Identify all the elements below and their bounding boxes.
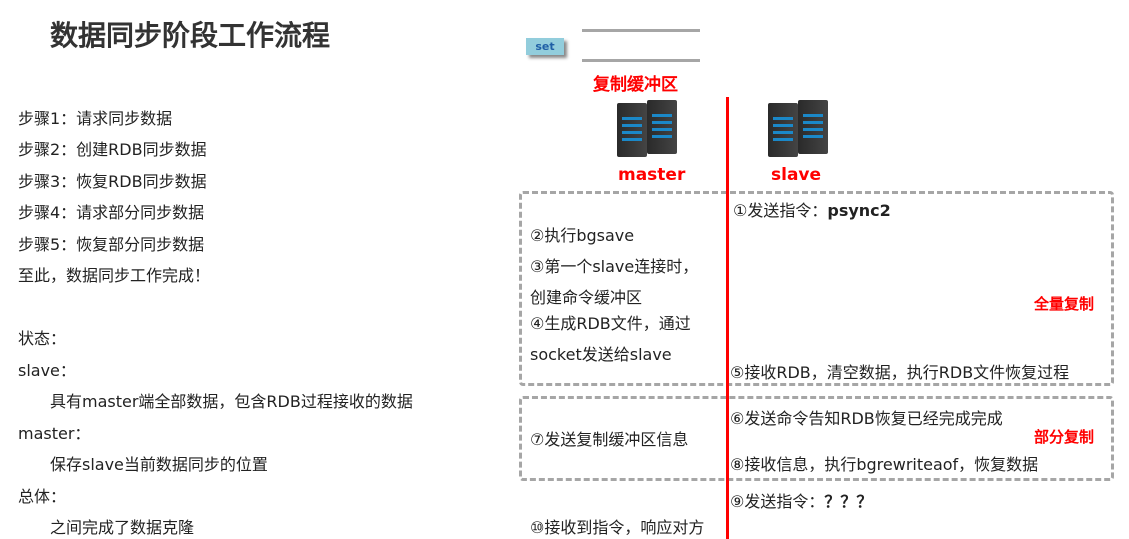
slave-server-icon xyxy=(766,97,832,159)
step-1-send-psync: ①发送指令：psync2 xyxy=(733,201,891,220)
step-7-send-buffer: ⑦发送复制缓冲区信息 xyxy=(530,430,689,449)
slave-desc: 具有master端全部数据，包含RDB过程接收的数据 xyxy=(50,392,413,411)
buffer-top-line xyxy=(582,29,700,32)
step-4: 步骤4：请求部分同步数据 xyxy=(18,203,205,222)
step-8-rewrite: ⑧接收信息，执行bgrewriteaof，恢复数据 xyxy=(730,455,1039,474)
buffer-label: 复制缓冲区 xyxy=(593,75,678,95)
overall-label: 总体： xyxy=(18,487,67,506)
master-desc: 保存slave当前数据同步的位置 xyxy=(50,455,268,474)
slave-label: slave xyxy=(771,165,822,185)
step-4-line1: ④生成RDB文件，通过 xyxy=(530,314,691,333)
step-4-line2: socket发送给slave xyxy=(530,345,672,364)
timeline-divider xyxy=(726,97,729,539)
buffer-bottom-line xyxy=(582,59,700,62)
full-sync-box xyxy=(519,191,1114,386)
overall-desc: 之间完成了数据克隆 xyxy=(50,518,195,537)
step-9-send: ⑨发送指令：？？？ xyxy=(730,492,873,511)
set-command-badge: set xyxy=(526,38,564,55)
slave-label: slave： xyxy=(18,361,76,380)
step-1: 步骤1：请求同步数据 xyxy=(18,109,173,128)
master-server-icon xyxy=(615,97,681,159)
master-label: master xyxy=(618,165,686,185)
step-2: 步骤2：创建RDB同步数据 xyxy=(18,140,207,159)
step-6-notify: ⑥发送命令告知RDB恢复已经完成完成 xyxy=(730,409,1003,428)
partial-sync-label: 部分复制 xyxy=(1034,428,1095,446)
master-label: master： xyxy=(18,424,91,443)
page-title: 数据同步阶段工作流程 xyxy=(50,19,331,52)
full-sync-label: 全量复制 xyxy=(1034,295,1095,313)
step-3: 步骤3：恢复RDB同步数据 xyxy=(18,172,207,191)
state-label: 状态： xyxy=(18,329,67,348)
step-3-line2: 创建命令缓冲区 xyxy=(530,288,643,307)
step-5: 步骤5：恢复部分同步数据 xyxy=(18,235,205,254)
partial-sync-box xyxy=(519,396,1114,481)
step-2-bgsave: ②执行bgsave xyxy=(530,226,635,245)
step-5-load-rdb: ⑤接收RDB，清空数据，执行RDB文件恢复过程 xyxy=(730,363,1070,382)
step-10-respond: ⑩接收到指令，响应对方 xyxy=(530,518,705,537)
step-3-line1: ③第一个slave连接时， xyxy=(530,257,699,276)
step-done: 至此，数据同步工作完成！ xyxy=(18,266,211,285)
